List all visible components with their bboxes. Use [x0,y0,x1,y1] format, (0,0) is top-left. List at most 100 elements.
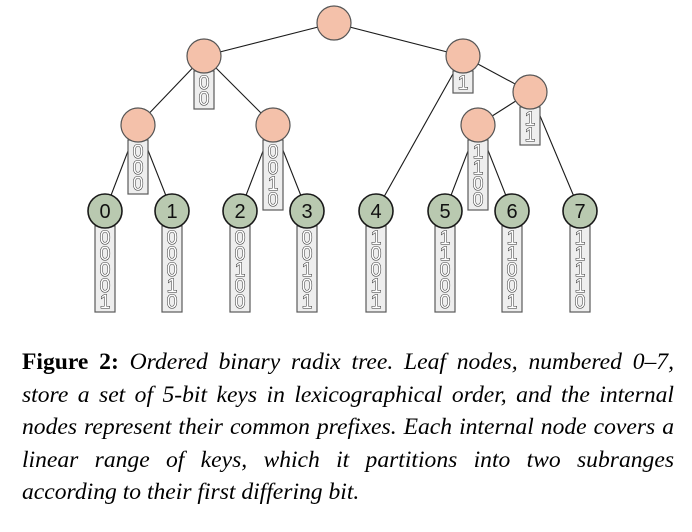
key-bit: 1 [440,228,451,249]
leaf-label-leaf-3: 3 [301,201,312,223]
leaf-node-leaf-3 [289,193,325,229]
key-bit: 0 [100,244,111,265]
key-bit: 0 [235,292,246,313]
key-bit: 1 [302,260,313,281]
figure-caption: Figure 2: Ordered binary radix tree. Lea… [22,346,674,509]
key-bit: 0 [268,142,279,163]
edge-root-to-n-00 [203,22,335,57]
leaf-node-leaf-2 [222,193,258,229]
leaf-node-leaf-0 [87,193,123,229]
key-bit: 0 [199,89,210,110]
leaf-node-leaf-6 [494,193,530,229]
key-bit: 1 [473,158,484,179]
key-bit: 0 [473,190,484,211]
key-bit: 0 [507,260,518,281]
key-bit: 0 [235,276,246,297]
key-bit: 0 [440,292,451,313]
key-bit: 0 [371,260,382,281]
key-bit: 1 [268,174,279,195]
tree-edges [104,22,581,212]
key-bit: 1 [371,228,382,249]
edge-root-to-n-1 [333,22,464,57]
key-bit: 0 [507,276,518,297]
key-bit: 1 [575,244,586,265]
key-bit: 1 [525,109,536,130]
leaf-label-leaf-6: 6 [506,201,517,223]
key-bit: 0 [235,228,246,249]
leaf-node-leaf-1 [154,193,190,229]
key-bit: 1 [458,73,469,94]
internal-node-root [316,5,352,41]
key-bit: 1 [371,276,382,297]
key-bit: 0 [473,174,484,195]
internal-node-n-0010 [255,107,291,143]
internal-node-n-1100 [460,107,496,143]
key-bit: 0 [575,292,586,313]
key-bit: 0 [167,228,178,249]
leaf-node-leaf-7 [562,193,598,229]
key-bit: 1 [507,244,518,265]
leaf-label-leaf-1: 1 [166,201,177,223]
key-bit: 0 [302,276,313,297]
key-bit: 0 [133,158,144,179]
leaf-node-leaf-5 [427,193,463,229]
leaf-label-leaf-2: 2 [234,201,245,223]
key-bit: 1 [575,228,586,249]
key-bit: 1 [507,228,518,249]
key-bit: 0 [440,276,451,297]
key-bit: 1 [473,142,484,163]
key-bit: 0 [235,244,246,265]
key-bit: 0 [199,73,210,94]
internal-node-n-00 [186,38,222,74]
key-bit: 1 [575,276,586,297]
key-bit: 0 [167,292,178,313]
leaf-label-leaf-7: 7 [574,201,585,223]
key-bit: 0 [268,190,279,211]
key-bit: 0 [167,260,178,281]
caption-text: Ordered binary radix tree. Leaf nodes, n… [22,349,674,505]
key-bit: 1 [371,292,382,313]
key-bit: 1 [235,260,246,281]
key-bit: 0 [302,244,313,265]
key-bit: 0 [133,174,144,195]
key-bit: 1 [302,292,313,313]
key-bits-n-1: 1 [458,73,469,94]
key-bit: 1 [440,244,451,265]
key-bit: 1 [525,125,536,146]
key-bit: 0 [100,260,111,281]
leaf-label-leaf-0: 0 [99,201,110,223]
key-bit: 0 [440,260,451,281]
key-bit: 0 [302,228,313,249]
key-bit: 0 [133,142,144,163]
caption-label: Figure 2: [22,349,119,375]
leaf-label-leaf-4: 4 [370,201,381,223]
internal-node-n-11 [512,74,548,110]
key-bit: 0 [268,158,279,179]
key-bit: 1 [167,276,178,297]
leaf-node-leaf-4 [358,193,394,229]
key-bit: 1 [575,260,586,281]
key-bit: 0 [100,276,111,297]
internal-node-n-1 [445,38,481,74]
key-bit: 0 [371,244,382,265]
key-bit: 0 [167,244,178,265]
key-bit: 1 [100,292,111,313]
key-bit: 0 [100,228,111,249]
internal-node-n-000 [120,107,156,143]
leaf-label-leaf-5: 5 [439,201,450,223]
